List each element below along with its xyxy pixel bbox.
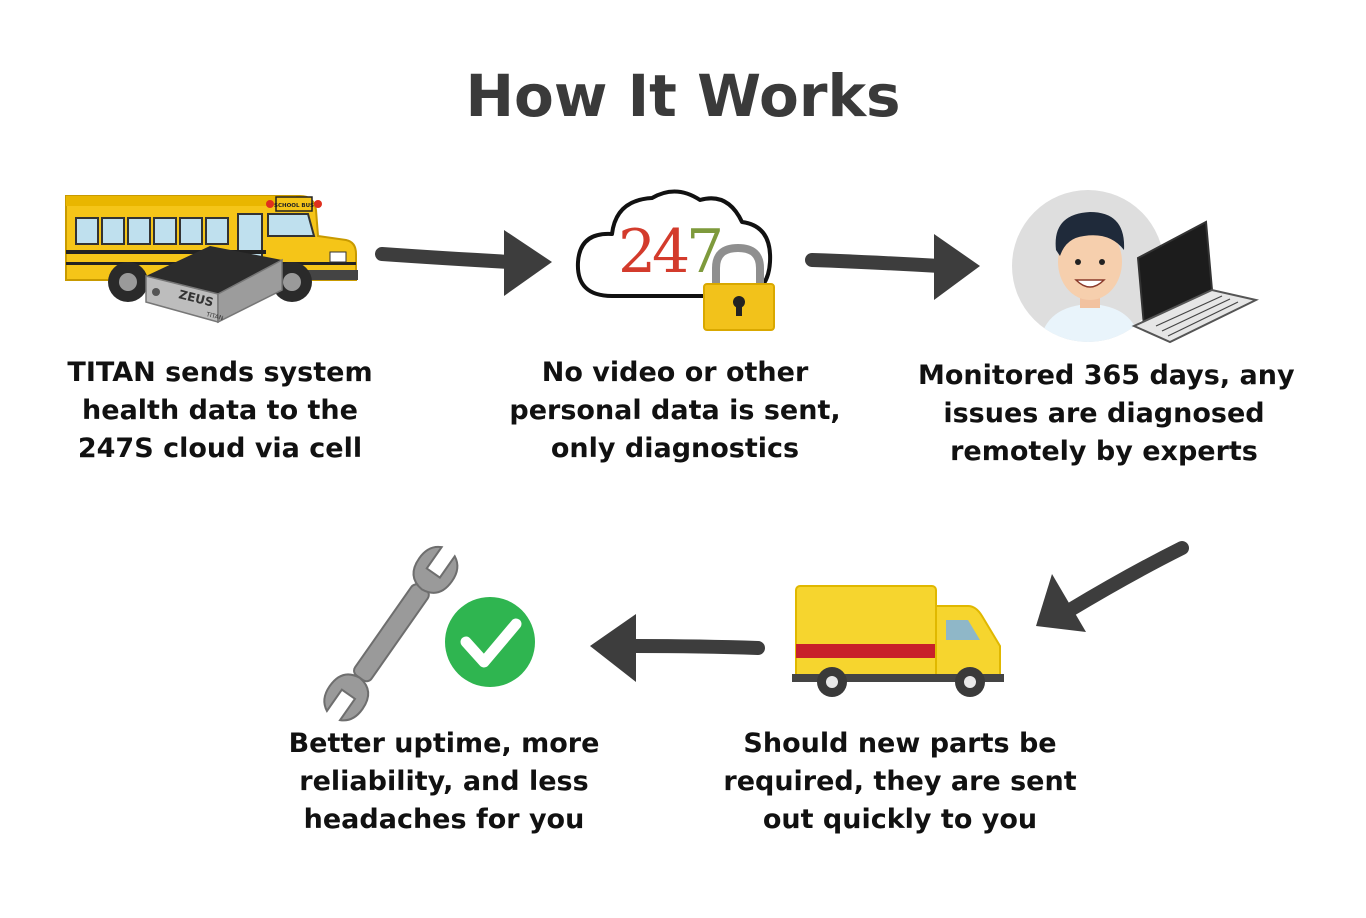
step-3-line-1: Monitored 365 days, any bbox=[918, 360, 1295, 391]
dvr-device-icon: ZEUS TITAN bbox=[145, 246, 283, 324]
laptop-icon bbox=[1131, 220, 1259, 344]
bus-sign-text: SCHOOL BUS bbox=[274, 203, 314, 209]
step-4-text: Better uptime, more reliability, and les… bbox=[264, 725, 624, 839]
cloud-logo-digit-2: 2 bbox=[618, 217, 656, 287]
page-title: How It Works bbox=[465, 62, 901, 130]
step-5-text: Should new parts be required, they are s… bbox=[720, 725, 1080, 839]
padlock-icon bbox=[703, 243, 775, 331]
support-person-icon bbox=[1012, 190, 1164, 342]
step-5-line-1: Should new parts be bbox=[743, 728, 1057, 759]
step-3-line-3: remotely by experts bbox=[950, 436, 1258, 467]
step-5-line-2: required, they are sent bbox=[723, 766, 1077, 797]
cloud-logo-digit-4: 4 bbox=[652, 217, 690, 287]
step-5-line-3: out quickly to you bbox=[762, 804, 1038, 835]
school-bus-icon: SCHOOL BUS bbox=[65, 195, 358, 302]
dvr-model-text: TITAN bbox=[205, 311, 224, 322]
step-2-line-2: personal data is sent, bbox=[509, 395, 841, 426]
wrench-icon bbox=[323, 545, 459, 722]
step-2-line-1: No video or other bbox=[541, 357, 809, 388]
flow-arrow-3 bbox=[1036, 541, 1189, 632]
flow-arrow-2 bbox=[805, 234, 980, 300]
step-1-line-2: health data to the bbox=[82, 395, 358, 426]
step-3-text: Monitored 365 days, any issues are diagn… bbox=[918, 357, 1295, 471]
step-1-line-1: TITAN sends system bbox=[67, 357, 373, 388]
step-4-line-3: headaches for you bbox=[303, 804, 585, 835]
step-2-line-3: only diagnostics bbox=[550, 433, 800, 464]
step-4-line-1: Better uptime, more bbox=[288, 728, 600, 759]
delivery-truck-icon bbox=[792, 585, 1004, 697]
step-4-line-2: reliability, and less bbox=[299, 766, 589, 797]
step-1-text: TITAN sends system health data to the 24… bbox=[40, 354, 400, 468]
flow-arrow-1 bbox=[375, 230, 552, 296]
step-2-text: No video or other personal data is sent,… bbox=[495, 354, 855, 468]
flow-arrow-4 bbox=[590, 614, 765, 682]
step-3-line-2: issues are diagnosed bbox=[943, 398, 1265, 429]
checkmark-icon bbox=[445, 597, 535, 687]
step-1-line-3: 247S cloud via cell bbox=[77, 433, 363, 464]
cloud-icon: 2 4 7 bbox=[575, 189, 773, 298]
